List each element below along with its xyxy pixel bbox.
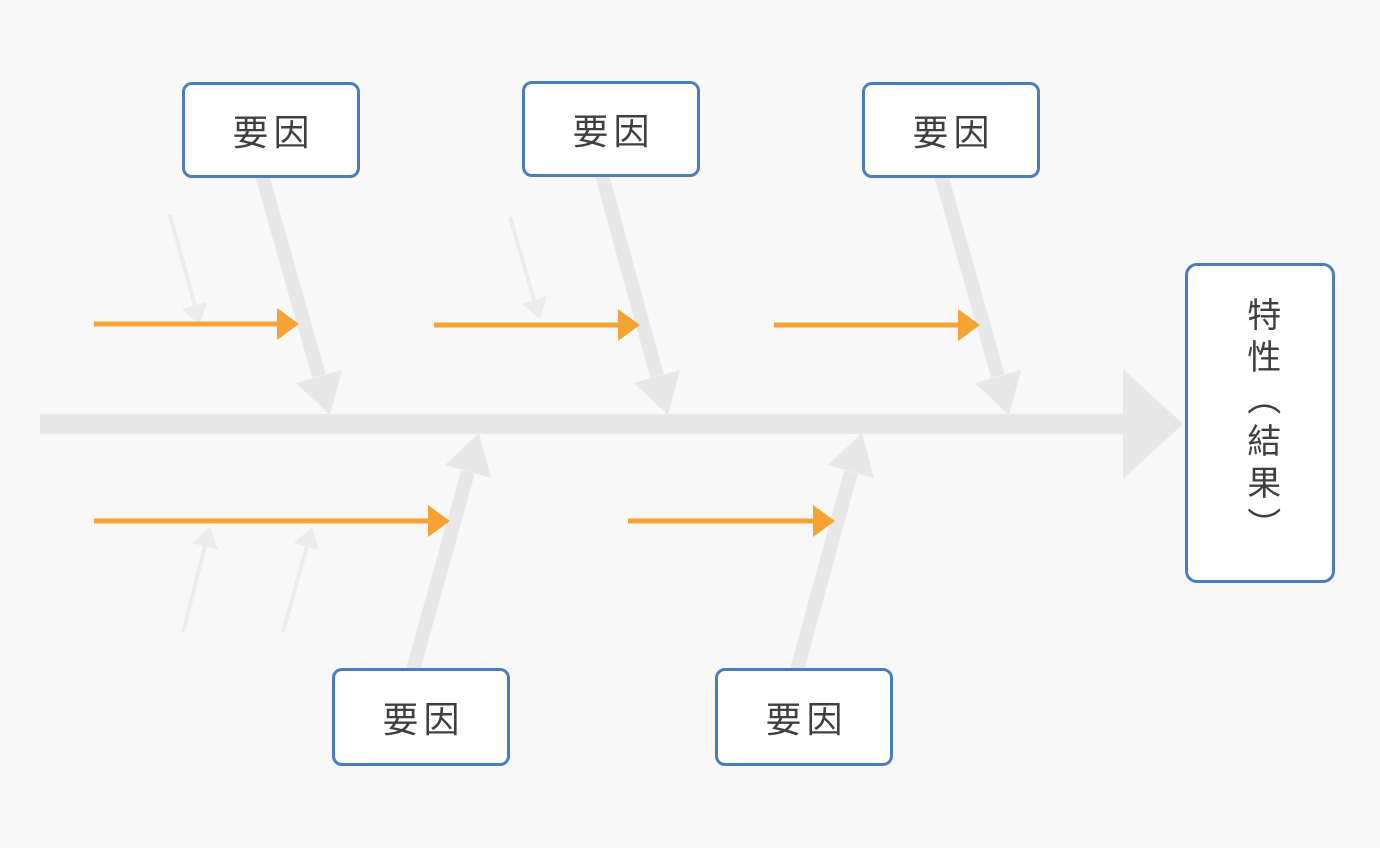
bone-arrow-top-3: [934, 173, 1021, 415]
cause-arrow-top-2: [434, 309, 640, 341]
cause-arrow-bottom-2: [628, 505, 835, 537]
factor-box-label: 要因: [765, 699, 848, 740]
sub-arrow-shaft: [508, 216, 536, 301]
bone-arrow-top-1: [255, 173, 342, 415]
cause-arrow-bottom-1: [94, 505, 450, 537]
sub-arrowhead: [182, 302, 207, 325]
cause-arrow-top-3: [774, 309, 980, 341]
sub-cause-arrow-bottom-2: [281, 527, 319, 633]
cause-arrowhead: [958, 309, 980, 341]
bone-arrowhead: [445, 433, 491, 478]
sub-arrowhead: [192, 527, 218, 550]
factor-box-bottom-2: 要因: [715, 668, 893, 766]
bone-shaft: [255, 173, 326, 378]
bone-arrowhead: [975, 370, 1021, 415]
effect-box: 特性（結果）: [1185, 263, 1335, 583]
bone-shaft: [790, 470, 858, 672]
factor-box-top-1: 要因: [182, 82, 360, 178]
spine-shaft: [40, 414, 1123, 434]
sub-arrowhead: [522, 296, 547, 319]
sub-arrow-shaft: [281, 545, 309, 633]
factor-box-label: 要因: [382, 699, 465, 740]
cause-arrowhead: [277, 308, 299, 340]
sub-cause-arrow-bottom-1: [181, 527, 218, 633]
spine-arrowhead: [1123, 369, 1183, 479]
bone-shaft: [595, 173, 664, 378]
bone-shaft: [934, 173, 1005, 378]
factor-box-bottom-1: 要因: [332, 668, 510, 766]
factor-box-label: 要因: [232, 112, 315, 153]
bone-arrow-bottom-2: [790, 433, 874, 672]
factor-box-top-2: 要因: [522, 81, 700, 177]
bone-arrowhead: [296, 370, 342, 415]
factor-box-label: 要因: [912, 112, 995, 153]
cause-arrow-top-1: [94, 308, 299, 340]
cause-arrowhead: [428, 505, 450, 537]
sub-arrow-shaft: [168, 214, 197, 307]
cause-arrowhead: [618, 309, 640, 341]
bone-arrowhead: [634, 370, 680, 415]
spine-arrow: [40, 369, 1183, 479]
bone-arrowhead: [828, 433, 874, 478]
cause-arrowhead: [813, 505, 835, 537]
sub-cause-arrow-top-2: [508, 216, 547, 319]
bone-arrow-bottom-1: [406, 433, 491, 672]
factor-box-top-3: 要因: [862, 82, 1040, 178]
factor-box-label: 要因: [572, 111, 655, 152]
bone-shaft: [406, 470, 475, 672]
sub-arrowhead: [294, 527, 319, 550]
sub-arrow-shaft: [181, 545, 207, 633]
effect-box-label: 特性（結果）: [1241, 297, 1280, 549]
bone-arrow-top-2: [595, 173, 680, 415]
sub-cause-arrow-top-1: [168, 214, 207, 325]
